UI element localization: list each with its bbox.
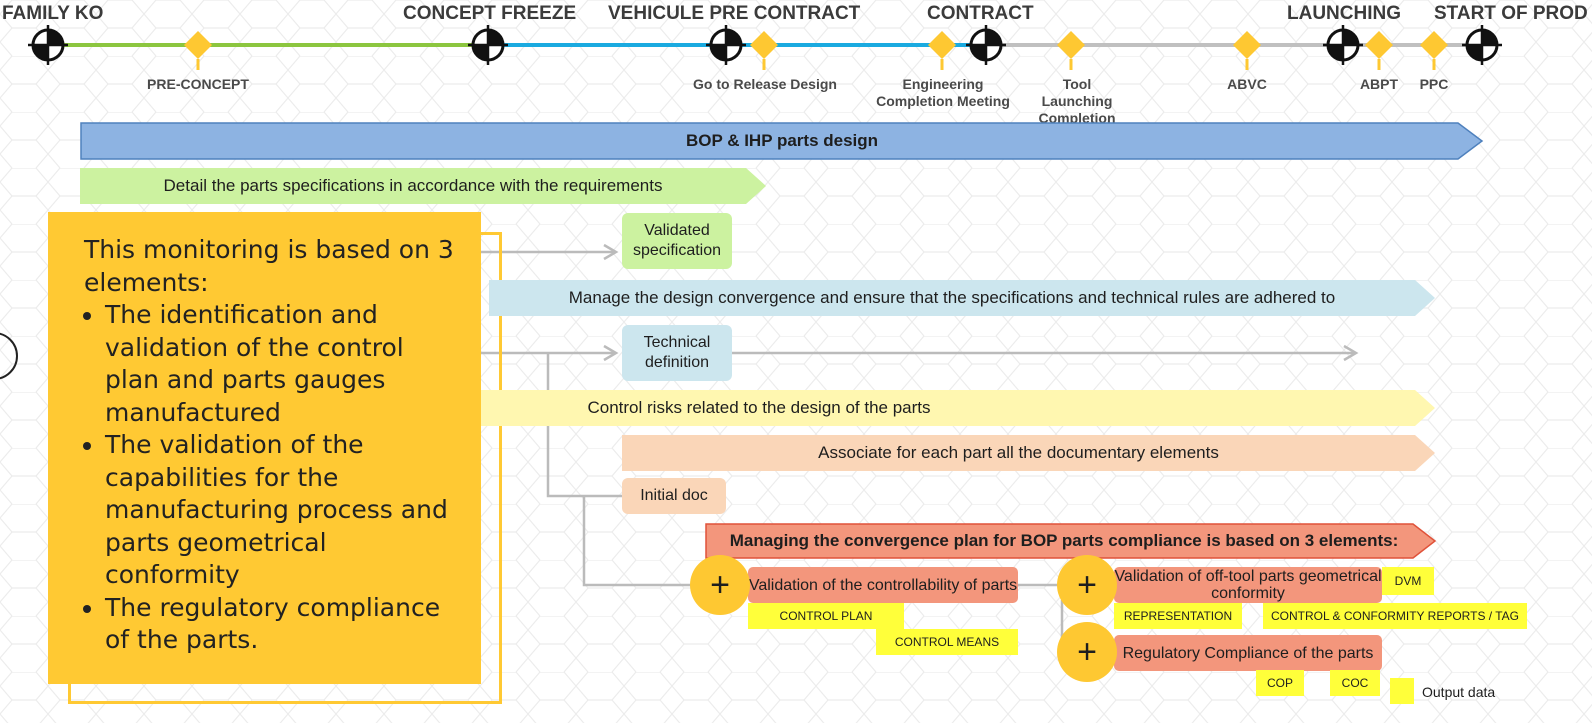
gate-abpt-diamond — [1365, 31, 1393, 70]
gate-abvc-label: ABVC — [1227, 76, 1267, 92]
timeline — [28, 25, 1502, 70]
representation-tag: REPRESENTATION — [1114, 603, 1242, 629]
plus-icon: + — [1057, 622, 1117, 682]
milestone-start-of-prod-label: START OF PROD — [1434, 3, 1588, 24]
managing-plan-bar: Managing the convergence plan for BOP pa… — [729, 531, 1399, 550]
gate-engineering-completion-diamond — [928, 31, 956, 70]
associate-docs-bar: Associate for each part all the document… — [818, 443, 1219, 462]
dvm-tag: DVM — [1382, 567, 1434, 595]
manage-convergence-bar: Manage the design convergence and ensure… — [568, 288, 1336, 307]
gate-ppc-label: PPC — [1419, 76, 1449, 92]
info-panel-item: The validation of the capabilities for t… — [105, 429, 454, 592]
milestone-contract-label: CONTRACT — [927, 3, 1034, 24]
gate-go-release-diamond — [750, 31, 778, 70]
gate-go-release-label: Go to Release Design — [693, 76, 837, 92]
controllability-element: Validation of the controllability of par… — [748, 567, 1018, 603]
gate-abvc-diamond — [1233, 31, 1261, 70]
control-risks-bar-shape — [481, 390, 1435, 426]
gate-tool-launching-label: Tool Launching Completion — [1038, 76, 1116, 126]
gate-pre-concept-label: PRE-CONCEPT — [147, 76, 249, 92]
control-means-tag: CONTROL MEANS — [876, 629, 1018, 655]
milestone-concept-freeze-icon — [468, 25, 508, 65]
gate-precConcept-diamond — [184, 31, 212, 70]
gate-tool-launching-diamond — [1057, 31, 1085, 70]
plus-icon: + — [690, 555, 750, 615]
control-conformity-reports-tag: CONTROL & CONFORMITY REPORTS / TAG — [1263, 603, 1527, 629]
milestone-family-ko-label: FAMILY KO — [2, 3, 104, 24]
milestone-vehicule-pre-contract-icon — [706, 25, 746, 65]
output-data-legend-label: Output data — [1422, 684, 1496, 700]
info-panel — [48, 212, 481, 684]
gate-ppc-diamond — [1420, 31, 1448, 70]
milestone-start-of-prod-icon — [1462, 25, 1502, 65]
initial-doc-box: Initial doc — [622, 478, 726, 514]
manage-convergence-bar-shape — [489, 280, 1435, 316]
milestone-launching-label: LAUNCHING — [1287, 3, 1401, 24]
managing-plan-bar-shape — [705, 523, 1437, 559]
milestone-family-ko-icon — [28, 25, 68, 65]
info-panel-item: The regulatory compliance of the parts. — [105, 592, 454, 657]
milestone-launching-icon — [1323, 25, 1363, 65]
info-panel-list: The identification and validation of the… — [84, 299, 454, 657]
detail-specs-bar-shape — [80, 168, 766, 204]
info-panel-intro: This monitoring is based on 3 elements: — [84, 235, 454, 297]
bop-ihp-bar-shape — [80, 122, 1484, 160]
off-tool-element: Validation of off-tool parts geometrical… — [1114, 567, 1382, 603]
validated-specification-box: Validated specification — [622, 213, 732, 269]
gate-abpt-label: ABPT — [1359, 76, 1399, 92]
milestone-contract-icon — [966, 25, 1006, 65]
detail-specs-bar: Detail the parts specifications in accor… — [163, 176, 663, 195]
output-data-legend-swatch — [1390, 678, 1414, 704]
regulatory-element: Regulatory Compliance of the parts — [1114, 635, 1382, 671]
info-panel-item: The identification and validation of the… — [105, 299, 454, 429]
milestone-vehicule-pre-contract-label: VEHICULE PRE CONTRACT — [608, 3, 861, 24]
associate-docs-bar-shape — [622, 435, 1435, 471]
bop-ihp-bar: BOP & IHP parts design — [685, 131, 879, 150]
cop-tag: COP — [1256, 670, 1304, 696]
plus-icon: + — [1057, 555, 1117, 615]
technical-definition-box: Technical definition — [622, 325, 732, 381]
control-risks-bar: Control risks related to the design of t… — [587, 398, 931, 417]
control-plan-tag: CONTROL PLAN — [748, 603, 904, 629]
gate-engineering-completion-label: Engineering Completion Meeting — [876, 76, 1010, 109]
milestone-concept-freeze-label: CONCEPT FREEZE — [403, 3, 577, 24]
info-panel-text: This monitoring is based on 3 elements: … — [84, 234, 454, 657]
coc-tag: COC — [1330, 670, 1380, 696]
